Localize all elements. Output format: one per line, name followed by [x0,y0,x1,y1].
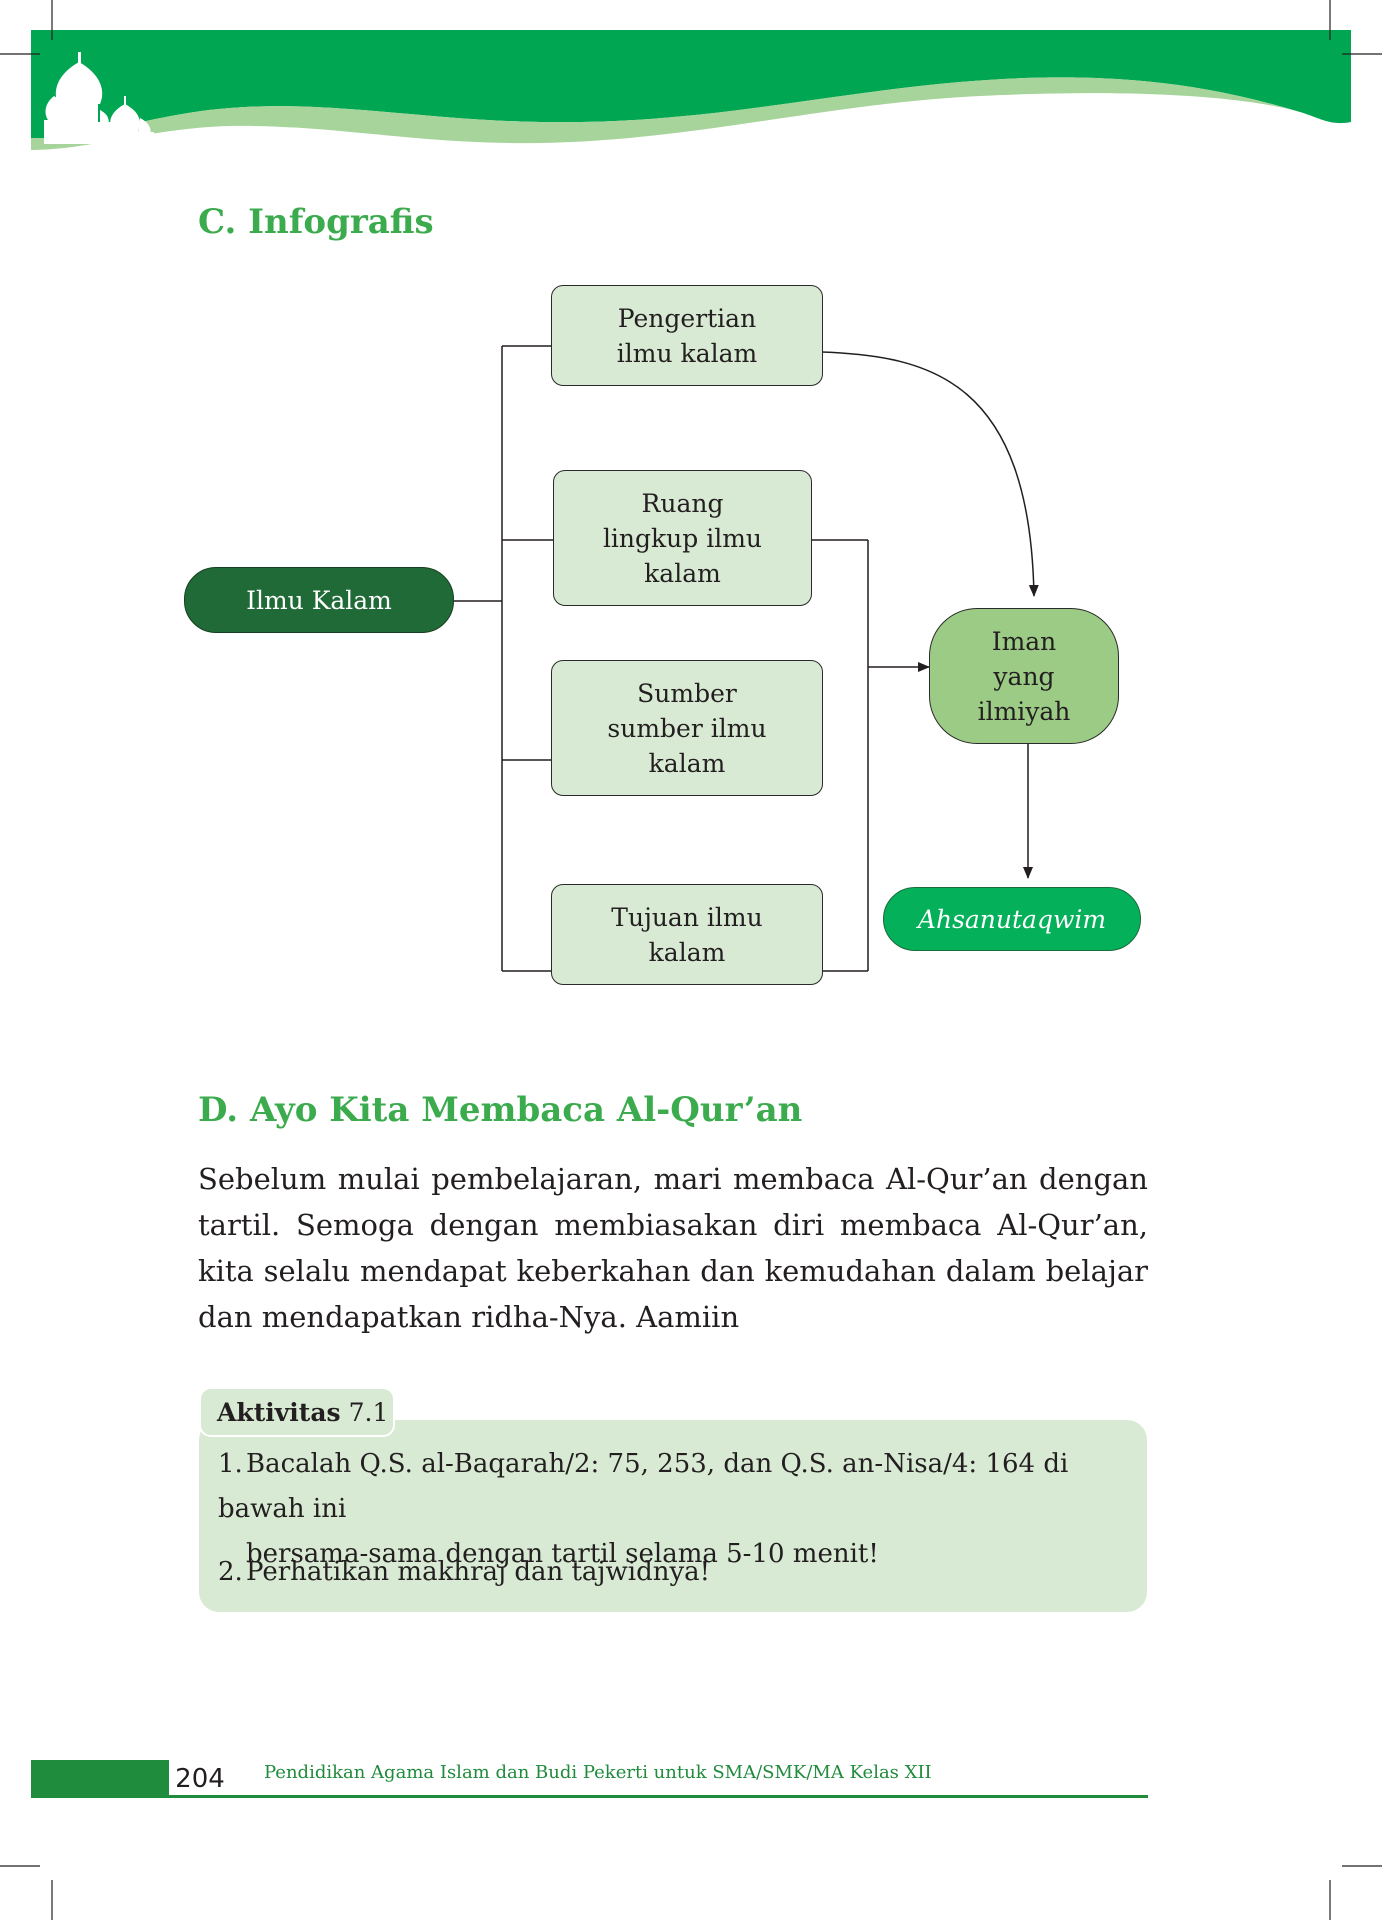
activity-item-text: Bacalah Q.S. al-Baqarah/2: 75, 253, dan … [218,1449,1069,1524]
diagram-connectors [453,345,1039,972]
crop-marks-bottom [0,1865,1382,1920]
activity-tab: Aktivitas 7.1 [199,1387,395,1437]
activity-number: 7.1 [348,1397,389,1427]
header-banner [0,0,1382,150]
topic-node-sumber: Sumber sumber ilmu kalam [551,660,823,796]
page-number: 204 [169,1760,231,1798]
section-c-heading: C. Infografis [198,202,434,242]
root-node: Ilmu Kalam [184,567,454,633]
infographic-diagram: Ilmu Kalam Pengertian ilmu kalam Ruang l… [0,270,1382,1000]
footer-line [31,1795,1148,1798]
crop-marks-top [0,0,1382,55]
activity-box [199,1420,1147,1612]
topic-node-ruang-lingkup: Ruang lingkup ilmu kalam [553,470,812,606]
final-node: Ahsanutaqwim [883,887,1141,951]
mosque-dome-icon [44,52,154,144]
topic-node-tujuan: Tujuan ilmu kalam [551,884,823,985]
topic-node-pengertian: Pengertian ilmu kalam [551,285,823,386]
topic-1-curve-arrow [821,351,1039,597]
activity-item: 1.Bacalah Q.S. al-Baqarah/2: 75, 253, da… [218,1442,1138,1577]
activity-item-number: 2. [218,1557,243,1587]
section-d-heading: D. Ayo Kita Membaca Al-Qur’an [198,1090,803,1130]
result-node: Iman yang ilmiyah [929,608,1119,744]
activity-item: 2.Perhatikan makhraj dan tajwidnya! [218,1550,1138,1595]
footer-book-title: Pendidikan Agama Islam dan Budi Pekerti … [264,1762,932,1783]
activity-label: Aktivitas [217,1397,341,1427]
activity-item-text-cont: bersama-sama dengan tartil selama 5-10 m… [246,1539,879,1569]
section-d-paragraph: Sebelum mulai pembelajaran, mari membaca… [198,1162,1148,1334]
activity-item-text: Perhatikan makhraj dan tajwidnya! [246,1557,711,1587]
activity-item-number: 1. [218,1449,243,1479]
